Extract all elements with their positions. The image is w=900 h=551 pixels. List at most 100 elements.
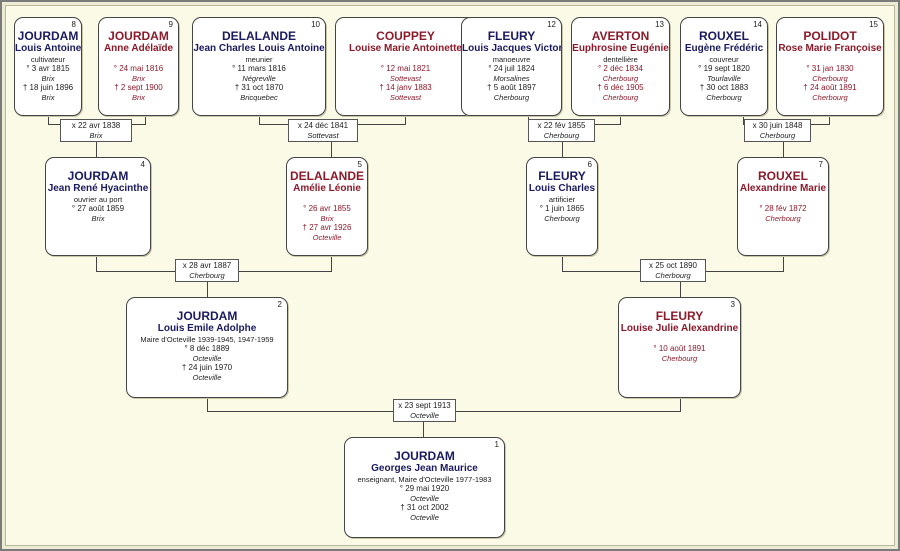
person-birth: ° 26 avr 1855 bbox=[303, 204, 351, 213]
person-card-13[interactable]: 13 AVERTON Euphrosine Eugénie dentellièr… bbox=[571, 17, 670, 116]
person-surname: JOURDAM bbox=[17, 29, 79, 43]
marriage-place: Brix bbox=[89, 131, 103, 140]
person-surname: DELALANDE bbox=[290, 169, 364, 183]
person-number: 5 bbox=[357, 160, 362, 169]
person-birth-place: Cherbourg bbox=[661, 354, 698, 363]
person-birth-place: Brix bbox=[91, 214, 105, 223]
person-occupation bbox=[777, 55, 883, 64]
person-number: 4 bbox=[140, 160, 145, 169]
person-occupation: manoeuvre bbox=[492, 55, 531, 64]
person-occupation: ouvrier au port bbox=[73, 195, 123, 204]
marriage-box-8-9[interactable]: x 22 avr 1838 Brix bbox=[60, 119, 132, 142]
marriage-box-14-15[interactable]: x 30 juin 1848 Cherbourg bbox=[744, 119, 811, 142]
marriage-place: Cherbourg bbox=[759, 131, 796, 140]
person-given-names: Louis Emile Adolphe bbox=[157, 323, 257, 334]
marriage-box-12-13[interactable]: x 22 fév 1855 Cherbourg bbox=[528, 119, 595, 142]
marriage-date: x 23 sept 1913 bbox=[398, 401, 451, 410]
person-surname: COUPPEY bbox=[376, 29, 435, 43]
person-birth-place: Tourlaville bbox=[707, 74, 741, 83]
person-surname: JOURDAM bbox=[108, 29, 169, 43]
person-death: † 6 déc 1905 bbox=[597, 83, 644, 92]
person-occupation: cultivateur bbox=[30, 55, 66, 64]
person-card-9[interactable]: 9 JOURDAM Anne Adélaïde ° 24 mai 1816 Br… bbox=[98, 17, 179, 116]
marriage-date: x 28 avr 1887 bbox=[182, 261, 232, 270]
person-occupation: meunier bbox=[245, 55, 273, 64]
person-number: 7 bbox=[818, 160, 823, 169]
person-surname: JOURDAM bbox=[176, 309, 238, 323]
person-death-place: Cherbourg bbox=[812, 93, 848, 102]
person-number: 14 bbox=[753, 20, 762, 29]
person-given-names: Louise Marie Antoinette bbox=[349, 43, 462, 54]
person-card-14[interactable]: 14 ROUXEL Eugène Frédéric couvreur ° 19 … bbox=[680, 17, 768, 116]
person-birth: ° 11 mars 1816 bbox=[232, 64, 286, 73]
person-number: 9 bbox=[168, 20, 173, 29]
person-given-names: Louis Charles bbox=[528, 183, 596, 194]
person-surname: JOURDAM bbox=[394, 449, 455, 463]
marriage-box-6-7[interactable]: x 25 oct 1890 Cherbourg bbox=[640, 259, 706, 282]
person-surname: ROUXEL bbox=[757, 169, 808, 183]
marriage-box-4-5[interactable]: x 28 avr 1887 Cherbourg bbox=[175, 259, 239, 282]
person-number: 15 bbox=[869, 20, 878, 29]
marriage-box-10-11[interactable]: x 24 déc 1841 Sottevast bbox=[288, 119, 358, 142]
person-card-15[interactable]: 15 POLIDOT Rose Marie Françoise ° 31 jan… bbox=[776, 17, 884, 116]
person-occupation: artificier bbox=[548, 195, 576, 204]
person-death: † 27 avr 1926 bbox=[302, 223, 352, 232]
person-death-place: Octeville bbox=[312, 233, 342, 242]
person-number: 10 bbox=[311, 20, 320, 29]
person-card-1[interactable]: 1 JOURDAM Georges Jean Maurice enseignan… bbox=[344, 437, 505, 538]
person-occupation bbox=[738, 195, 828, 204]
person-birth-place: Octeville bbox=[410, 494, 439, 503]
person-birth-place: Brix bbox=[132, 74, 145, 83]
person-card-6[interactable]: 6 FLEURY Louis Charles artificier ° 1 ju… bbox=[526, 157, 598, 256]
person-birth-place: Négreville bbox=[242, 74, 276, 83]
person-given-names: Jean Charles Louis Antoine bbox=[193, 43, 325, 54]
person-surname: FLEURY bbox=[487, 29, 536, 43]
person-surname: FLEURY bbox=[655, 309, 704, 323]
person-birth-place: Brix bbox=[320, 214, 334, 223]
person-death: † 14 janv 1883 bbox=[379, 83, 432, 92]
person-death-place: Cherbourg bbox=[493, 93, 530, 102]
person-occupation bbox=[99, 55, 178, 64]
person-death-place: Brix bbox=[132, 93, 145, 102]
person-given-names: Georges Jean Maurice bbox=[371, 463, 478, 474]
person-occupation: Maire d'Octeville 1939-1945, 1947-1959 bbox=[140, 335, 274, 344]
person-birth: ° 24 juil 1824 bbox=[488, 64, 535, 73]
person-birth: ° 27 août 1859 bbox=[71, 204, 125, 213]
person-number: 13 bbox=[655, 20, 664, 29]
person-number: 1 bbox=[494, 440, 499, 449]
person-number: 2 bbox=[277, 300, 282, 309]
person-card-5[interactable]: 5 DELALANDE Amélie Léonie ° 26 avr 1855 … bbox=[286, 157, 368, 256]
person-card-7[interactable]: 7 ROUXEL Alexandrine Marie ° 28 fév 1872… bbox=[737, 157, 829, 256]
person-card-10[interactable]: 10 DELALANDE Jean Charles Louis Antoine … bbox=[192, 17, 326, 116]
person-birth-place: Brix bbox=[41, 74, 55, 83]
person-death: † 30 oct 1883 bbox=[699, 83, 749, 92]
marriage-box-2-3[interactable]: x 23 sept 1913 Octeville bbox=[393, 399, 456, 422]
person-card-3[interactable]: 3 FLEURY Louise Julie Alexandrine ° 10 a… bbox=[618, 297, 741, 398]
person-card-12[interactable]: 12 FLEURY Louis Jacques Victor manoeuvre… bbox=[461, 17, 562, 116]
person-birth: ° 3 avr 1815 bbox=[26, 64, 70, 73]
person-birth: ° 2 déc 1834 bbox=[597, 64, 643, 73]
marriage-date: x 30 juin 1848 bbox=[752, 121, 803, 130]
person-surname: FLEURY bbox=[538, 169, 586, 183]
person-given-names: Louise Julie Alexandrine bbox=[620, 323, 739, 334]
person-given-names: Louis Jacques Victor bbox=[462, 43, 562, 54]
person-death: † 31 oct 1870 bbox=[234, 83, 284, 92]
marriage-date: x 22 avr 1838 bbox=[71, 121, 121, 130]
person-death: † 24 août 1891 bbox=[803, 83, 857, 92]
person-birth: ° 31 jan 1830 bbox=[806, 64, 854, 73]
person-birth-place: Morsalines bbox=[493, 74, 530, 83]
person-occupation: couvreur bbox=[709, 55, 739, 64]
person-birth-place: Octeville bbox=[192, 354, 222, 363]
person-birth: ° 12 mai 1821 bbox=[380, 64, 431, 73]
person-number: 8 bbox=[71, 20, 76, 29]
person-birth-place: Cherbourg bbox=[765, 214, 801, 223]
person-birth: ° 1 juin 1865 bbox=[539, 204, 585, 213]
marriage-date: x 24 déc 1841 bbox=[297, 121, 349, 130]
person-card-11[interactable]: 11 COUPPEY Louise Marie Antoinette ° 12 … bbox=[335, 17, 476, 116]
person-death-place: Cherbourg bbox=[602, 93, 639, 102]
person-card-4[interactable]: 4 JOURDAM Jean René Hyacinthe ouvrier au… bbox=[45, 157, 151, 256]
person-surname: AVERTON bbox=[591, 29, 650, 43]
person-birth: ° 28 fév 1872 bbox=[759, 204, 807, 213]
person-card-2[interactable]: 2 JOURDAM Louis Emile Adolphe Maire d'Oc… bbox=[126, 297, 288, 398]
person-card-8[interactable]: 8 JOURDAM Louis Antoine cultivateur ° 3 … bbox=[14, 17, 82, 116]
